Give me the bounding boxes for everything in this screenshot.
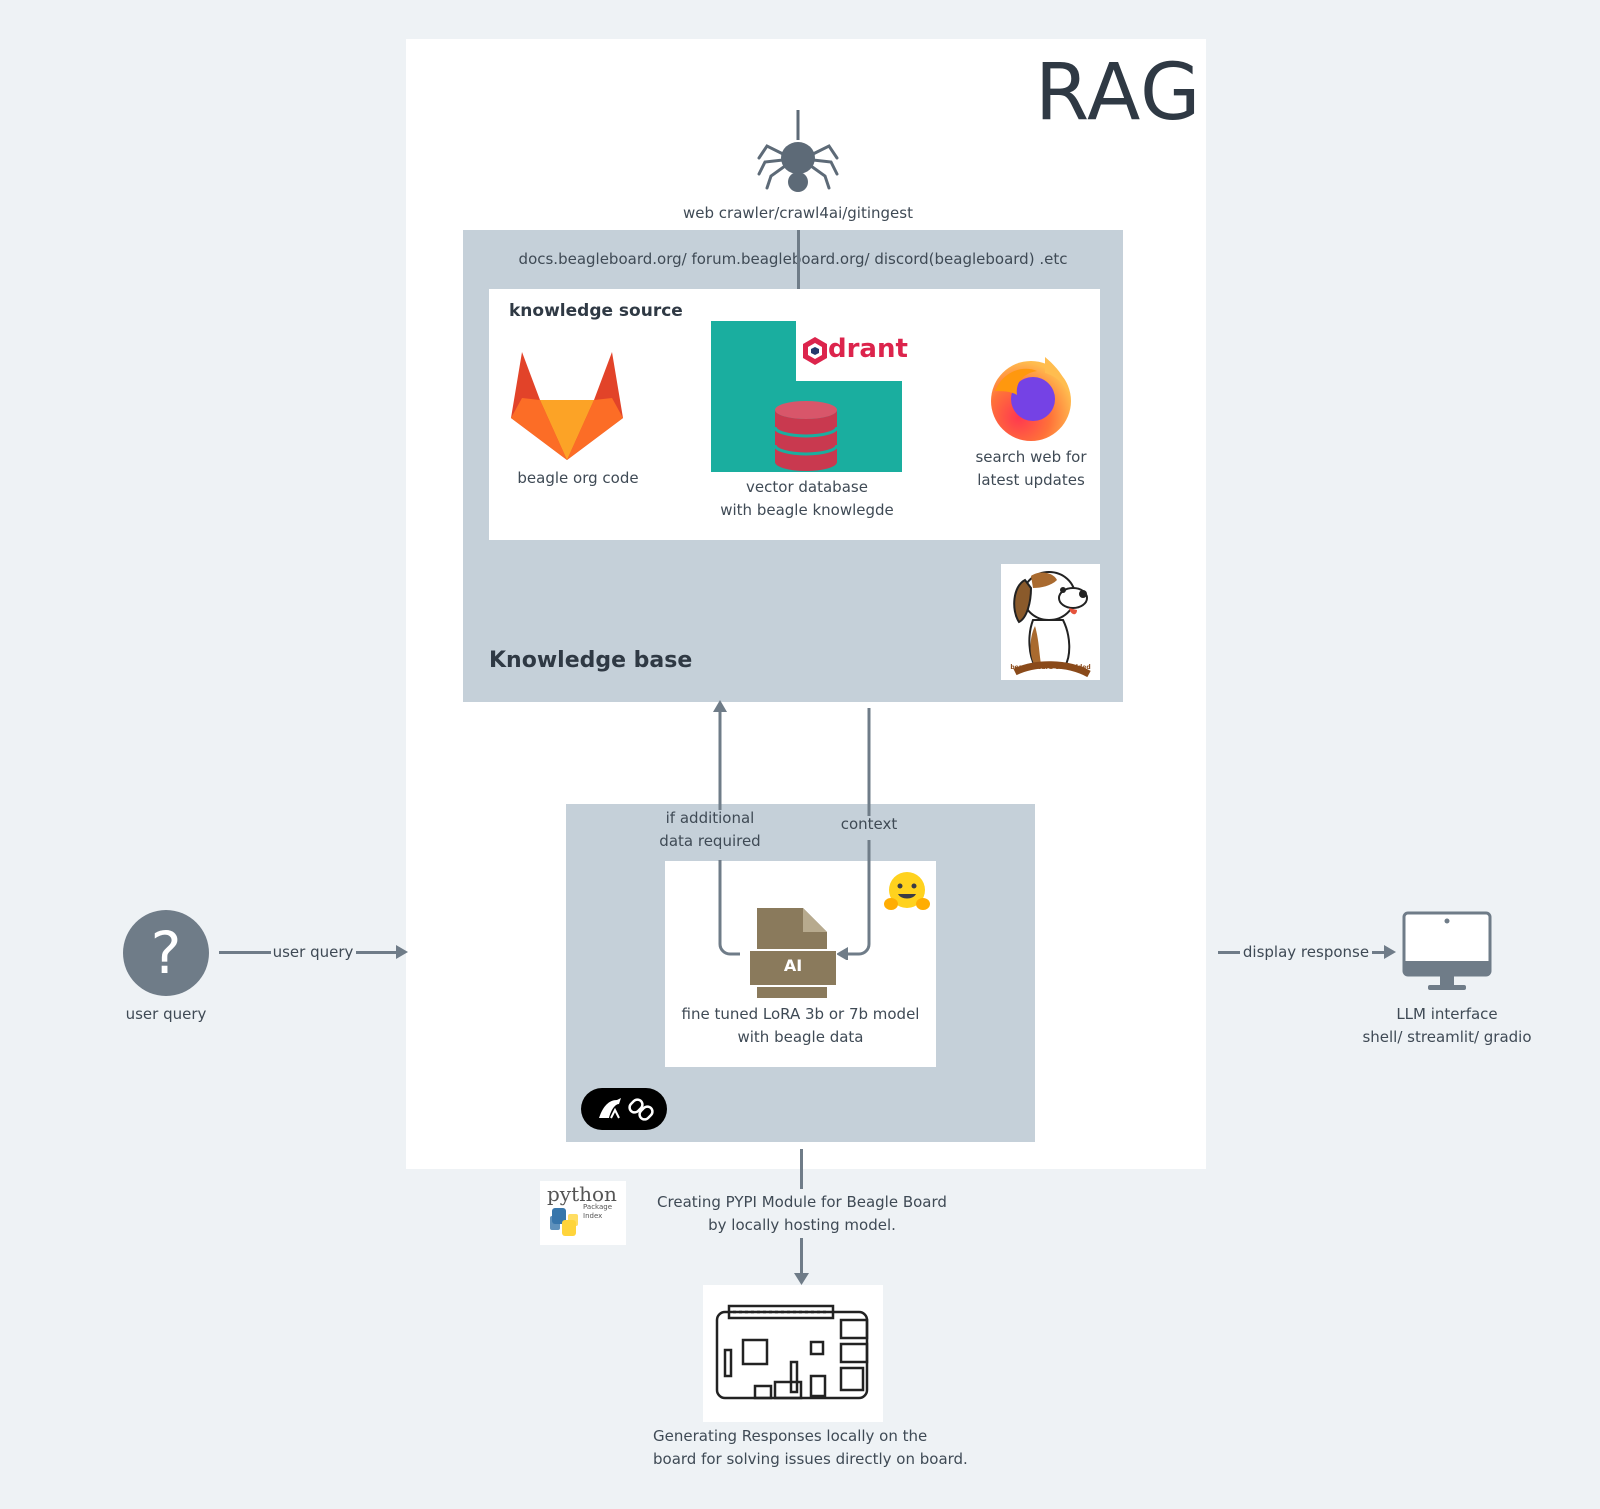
model-label-2: with beagle data xyxy=(737,1028,864,1046)
user-avatar xyxy=(123,910,209,996)
qdrant-icon xyxy=(803,337,827,365)
output-arrow-head xyxy=(1384,945,1396,959)
crawler-connector xyxy=(797,230,800,316)
ai-file-icon xyxy=(749,908,837,998)
vector-db-label-2: with beagle knowlegde xyxy=(720,501,894,519)
output-arrow-line-2 xyxy=(1372,951,1386,954)
kb-model-arrows xyxy=(713,700,871,960)
gitlab-icon xyxy=(511,352,623,460)
user-arrow-label: user query xyxy=(272,943,354,961)
arrow-up-label-2: data required xyxy=(659,832,761,850)
output-arrow-line-1 xyxy=(1218,951,1240,954)
ai-file-badge: AI xyxy=(783,956,803,975)
gitlab-label: beagle org code xyxy=(517,469,639,487)
knowledge-base-heading: Knowledge base xyxy=(489,648,693,673)
user-arrow-line-2 xyxy=(356,951,398,954)
python-icon xyxy=(550,1208,578,1236)
rag-title: RAG xyxy=(1035,48,1202,138)
pypi-line-bottom xyxy=(800,1238,803,1276)
beagleboard-logo-text: beagleboard embedded xyxy=(1010,664,1091,671)
pypi-label-1: Creating PYPI Module for Beagle Board xyxy=(657,1193,947,1211)
user-label: user query xyxy=(125,1005,207,1023)
sources-text: docs.beagleboard.org/ forum.beagleboard.… xyxy=(518,250,1068,268)
knowledge-source-heading: knowledge source xyxy=(509,301,683,321)
firefox-label-1: search web for xyxy=(975,448,1087,466)
vector-db-label-1: vector database xyxy=(746,478,868,496)
database-icon xyxy=(773,401,839,471)
hugging-face-icon xyxy=(884,872,930,910)
crawler-label: web crawler/crawl4ai/gitingest xyxy=(683,204,913,222)
pypi-line-top xyxy=(800,1149,803,1189)
board-icon xyxy=(715,1304,869,1400)
output-label-1: LLM interface xyxy=(1396,1005,1498,1023)
question-icon: ? xyxy=(150,919,182,987)
monitor-icon xyxy=(1402,911,1492,990)
output-arrow-label: display response xyxy=(1242,943,1370,961)
pypi-logo-sub1: Package xyxy=(583,1203,613,1211)
board-label-2: board for solving issues directly on boa… xyxy=(653,1450,968,1468)
arrow-up-label-1: if additional xyxy=(665,809,755,827)
output-label-2: shell/ streamlit/ gradio xyxy=(1362,1028,1532,1046)
context-label: context xyxy=(840,815,898,833)
pypi-arrow-head xyxy=(794,1273,809,1285)
firefox-label-2: latest updates xyxy=(977,471,1085,489)
spider-icon xyxy=(757,110,839,192)
pypi-logo-word: python xyxy=(547,1182,617,1206)
qdrant-brand-text: drant xyxy=(828,334,908,364)
beagle-dog-icon xyxy=(1013,571,1091,678)
langchain-icon xyxy=(581,1088,667,1130)
firefox-icon xyxy=(991,357,1071,441)
board-label-1: Generating Responses locally on the xyxy=(653,1427,928,1445)
model-label-1: fine tuned LoRA 3b or 7b model xyxy=(681,1005,920,1023)
pypi-logo-sub2: Index xyxy=(583,1212,603,1220)
pypi-label-2: by locally hosting model. xyxy=(708,1216,896,1234)
user-arrow-line-1 xyxy=(219,951,271,954)
user-arrow-head xyxy=(396,945,408,959)
